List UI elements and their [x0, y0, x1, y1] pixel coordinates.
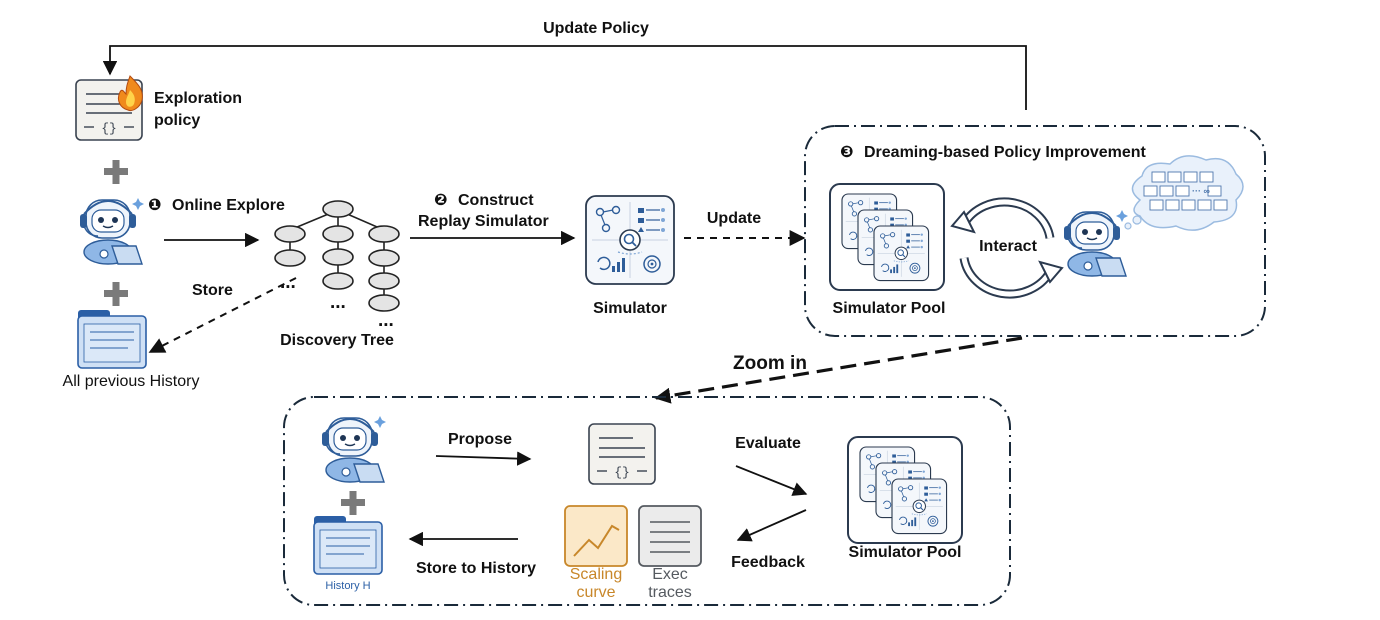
simulator-label: Simulator	[593, 300, 667, 317]
scaling-curve-icon	[564, 505, 628, 567]
feedback-label: Feedback	[731, 554, 805, 571]
scaling-curve-label-2: curve	[576, 584, 615, 601]
exec-traces-label-2: traces	[648, 584, 692, 601]
zoom-box	[283, 396, 1011, 606]
history-folder-icon	[313, 515, 383, 575]
evaluate-arrow	[735, 465, 808, 496]
step2-label-2: Replay Simulator	[418, 213, 549, 230]
simulator-icon	[585, 195, 675, 285]
all-previous-history-label: All previous History	[63, 373, 200, 390]
exec-traces-icon	[638, 505, 702, 567]
discovery-tree-label: Discovery Tree	[280, 332, 394, 349]
robot-agent-icon	[321, 415, 387, 483]
dreaming-box	[804, 125, 1266, 337]
simulator-pool-label: Simulator Pool	[833, 300, 946, 317]
store-to-history-label: Store to History	[416, 560, 536, 577]
history-h-label: History H	[325, 580, 370, 592]
update-policy-arrow	[102, 45, 1027, 110]
proposal-code-icon	[588, 423, 656, 485]
robot-agent-icon	[79, 197, 145, 265]
propose-label: Propose	[448, 431, 512, 448]
interact-label: Interact	[979, 238, 1037, 255]
simulator-pool-label-2: Simulator Pool	[849, 544, 962, 561]
exploration-policy-label-2: policy	[154, 112, 200, 129]
exploration-policy-label-1: Exploration	[154, 90, 242, 107]
dream-cloud-dots: ··· ∞	[1192, 186, 1210, 196]
evaluate-label: Evaluate	[735, 435, 801, 452]
zoom-in-label: Zoom in	[733, 353, 807, 374]
history-folder-icon	[77, 309, 147, 369]
step1-label: Online Explore	[172, 197, 285, 214]
update-label: Update	[707, 210, 761, 227]
store-label: Store	[192, 282, 233, 299]
discovery-tree	[274, 200, 400, 312]
cycle-arrows-icon	[950, 197, 1064, 299]
simulator-pool-icon	[848, 437, 962, 543]
scaling-curve-label-1: Scaling	[570, 566, 622, 583]
step2-label-1: Construct	[458, 192, 534, 209]
tree-dots-1: ...	[280, 272, 296, 293]
fire-icon	[117, 75, 143, 111]
exec-traces-label-1: Exec	[652, 566, 688, 583]
dream-cloud-icon: ··· ∞	[1124, 155, 1244, 231]
plus-icon	[104, 160, 128, 184]
store-arrow	[148, 277, 297, 353]
tree-dots-3: ...	[378, 310, 394, 331]
propose-arrow	[435, 451, 532, 466]
zoom-in-arrow	[654, 336, 1023, 404]
simulator-pool-icon	[830, 184, 944, 290]
plus-icon	[341, 491, 365, 515]
tree-dots-2: ...	[330, 292, 346, 313]
update-policy-label: Update Policy	[543, 20, 649, 37]
robot-agent-icon	[1063, 209, 1129, 277]
step1-marker: ❶	[148, 197, 162, 214]
step2-marker: ❷	[434, 192, 448, 209]
plus-icon	[104, 282, 128, 306]
step3-marker: ❸	[840, 144, 854, 161]
step3-label: Dreaming-based Policy Improvement	[864, 144, 1147, 161]
feedback-arrow	[736, 509, 807, 542]
